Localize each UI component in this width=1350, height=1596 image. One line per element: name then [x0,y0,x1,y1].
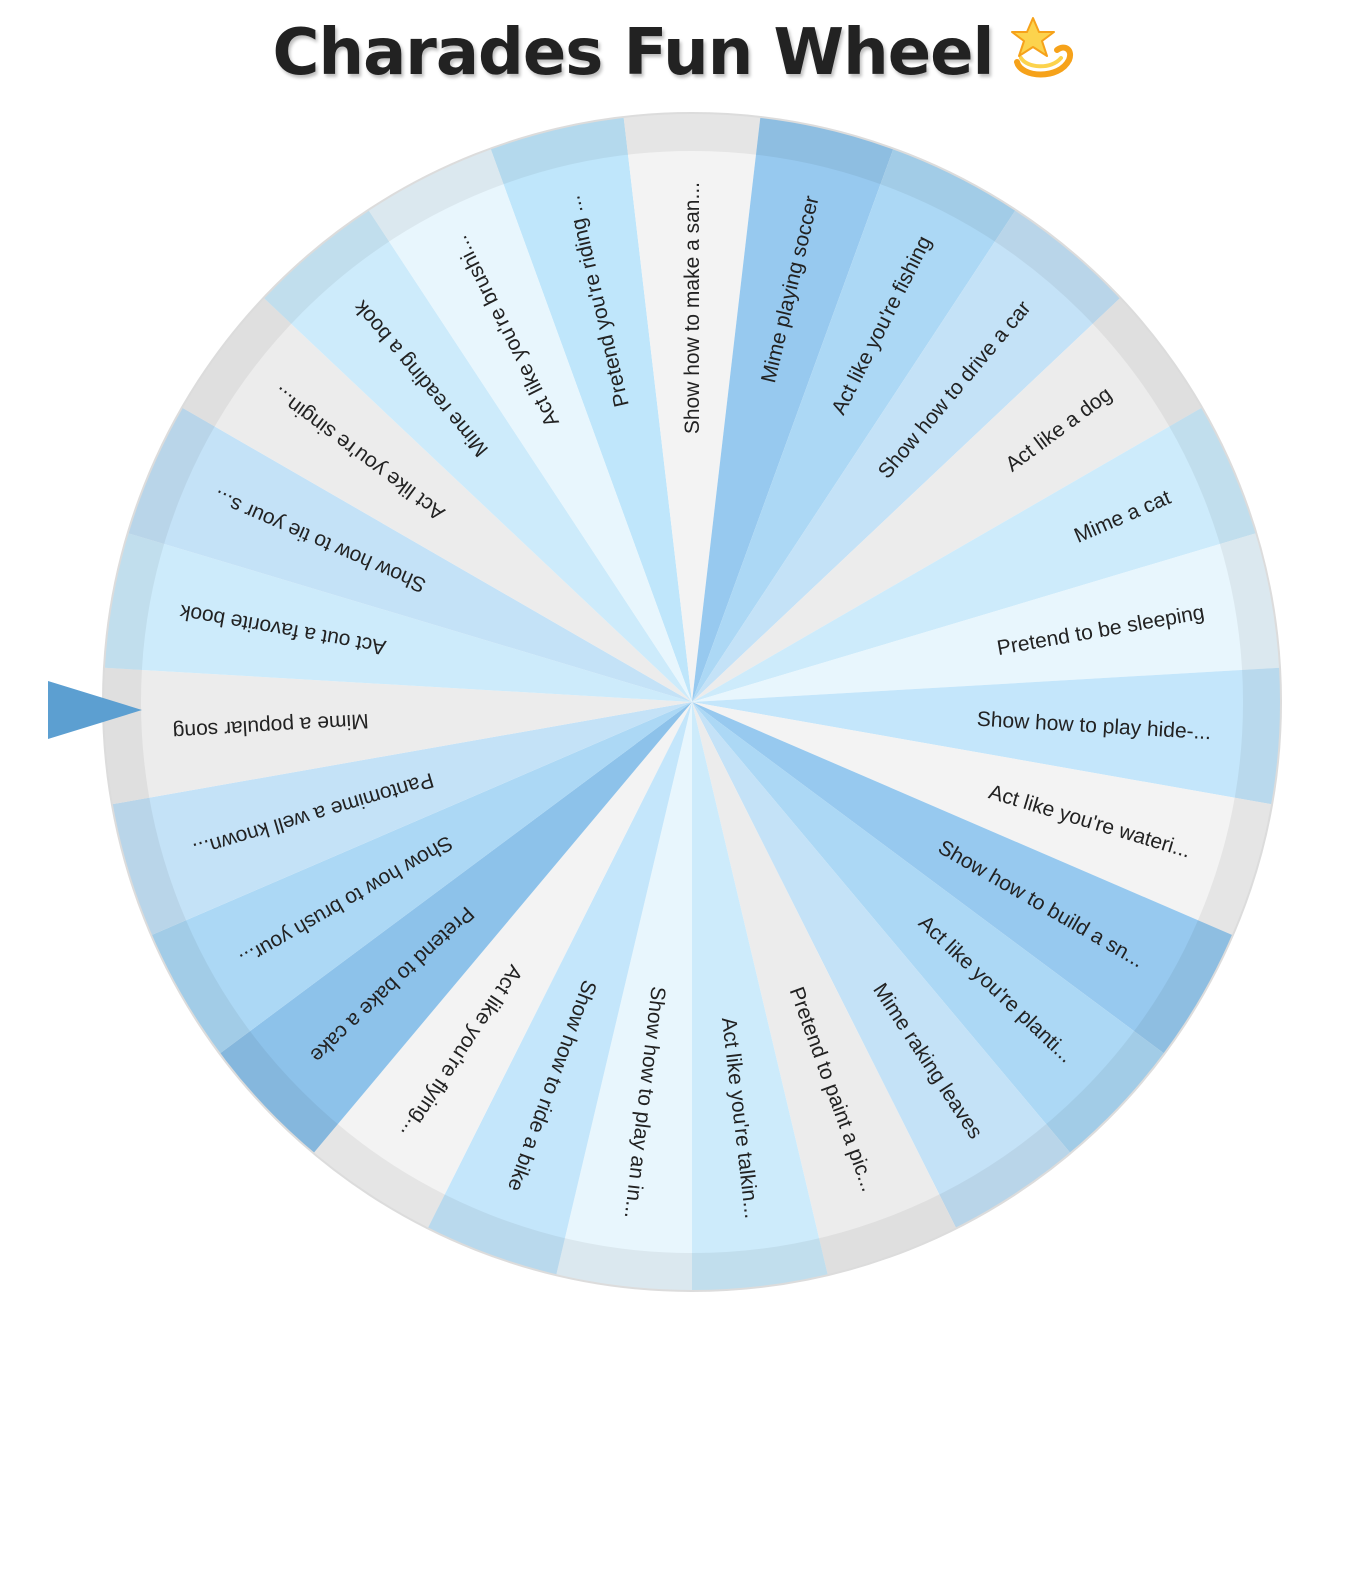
wheel-segment-slice[interactable] [427,702,692,1276]
wheel-segment-slice[interactable] [623,112,761,703]
wheel-segment-slice[interactable] [263,209,692,702]
wheel-segment-slice[interactable] [127,407,693,703]
wheel-segment-slice[interactable] [692,702,828,1291]
wheel-segment-slice[interactable] [692,533,1280,702]
title-text: Charades Fun Wheel [272,16,995,90]
wheel-segment-slice[interactable] [692,297,1203,702]
wheel-segment[interactable]: Pretend you're riding ... [490,116,692,703]
wheel-rim-shade [103,113,1281,1291]
wheel-segment[interactable]: Show how to play an in... [556,702,692,1291]
wheel-segment-slice[interactable] [692,702,957,1276]
page-title: Charades Fun Wheel [0,14,1350,90]
wheel-segment-slice[interactable] [692,702,1071,1229]
wheel-segment[interactable]: Mime a cat [692,407,1257,703]
wheel-segment[interactable]: Act out a favorite book [104,533,692,702]
wheel-segment[interactable]: Act like you're talkin... [692,702,828,1291]
wheel-segment[interactable]: Show how to make a san... [623,112,761,703]
pointer-triangle-icon [48,681,142,739]
wheel-segment[interactable]: Pretend to paint a pic... [692,702,957,1276]
wheel-segments[interactable]: Pretend you're riding ...Show how to mak… [103,112,1281,1291]
wheel-segment-slice[interactable] [692,407,1257,703]
wheel-segment[interactable]: Show how to play hide-... [692,667,1281,805]
wheel-segment-slice[interactable] [692,667,1281,805]
wheel-segment-slice[interactable] [692,702,1233,1054]
wheel-segment-label: Show how to make a san... [681,182,704,434]
wheel-segment-slice[interactable] [151,702,693,1054]
wheel-segment[interactable]: Mime a popular song [103,667,692,805]
wheel-segment-slice[interactable] [104,533,692,702]
wheel-segment-slice[interactable] [692,209,1121,702]
wheel-segment[interactable]: Act like you're wateri... [692,702,1273,936]
wheel-segment-slice[interactable] [313,702,692,1229]
wheel-segment-slice[interactable] [181,297,692,702]
wheel-segment-slice[interactable] [368,148,692,702]
wheel-segment-slice[interactable] [692,116,894,703]
wheel-segment-slice[interactable] [692,148,1016,702]
wheel-segment-slice[interactable] [556,702,692,1291]
wheel-segment-slice[interactable] [490,116,692,703]
wheel-segment-slice[interactable] [111,702,692,936]
wheel-segment[interactable]: Act like you're flying... [313,702,692,1229]
wheel-segment-slice[interactable] [103,667,692,805]
wheel-segment[interactable]: Mime playing soccer [692,116,894,703]
wheel-segment-slice[interactable] [692,702,1165,1154]
wheel-segment[interactable]: Act like a dog [692,297,1203,702]
wheel-segment-slice[interactable] [219,702,693,1154]
wheel-segment-slice[interactable] [692,702,1273,936]
dizzy-star-icon [1007,14,1077,84]
wheel-segment[interactable]: Pretend to be sleeping [692,533,1280,702]
